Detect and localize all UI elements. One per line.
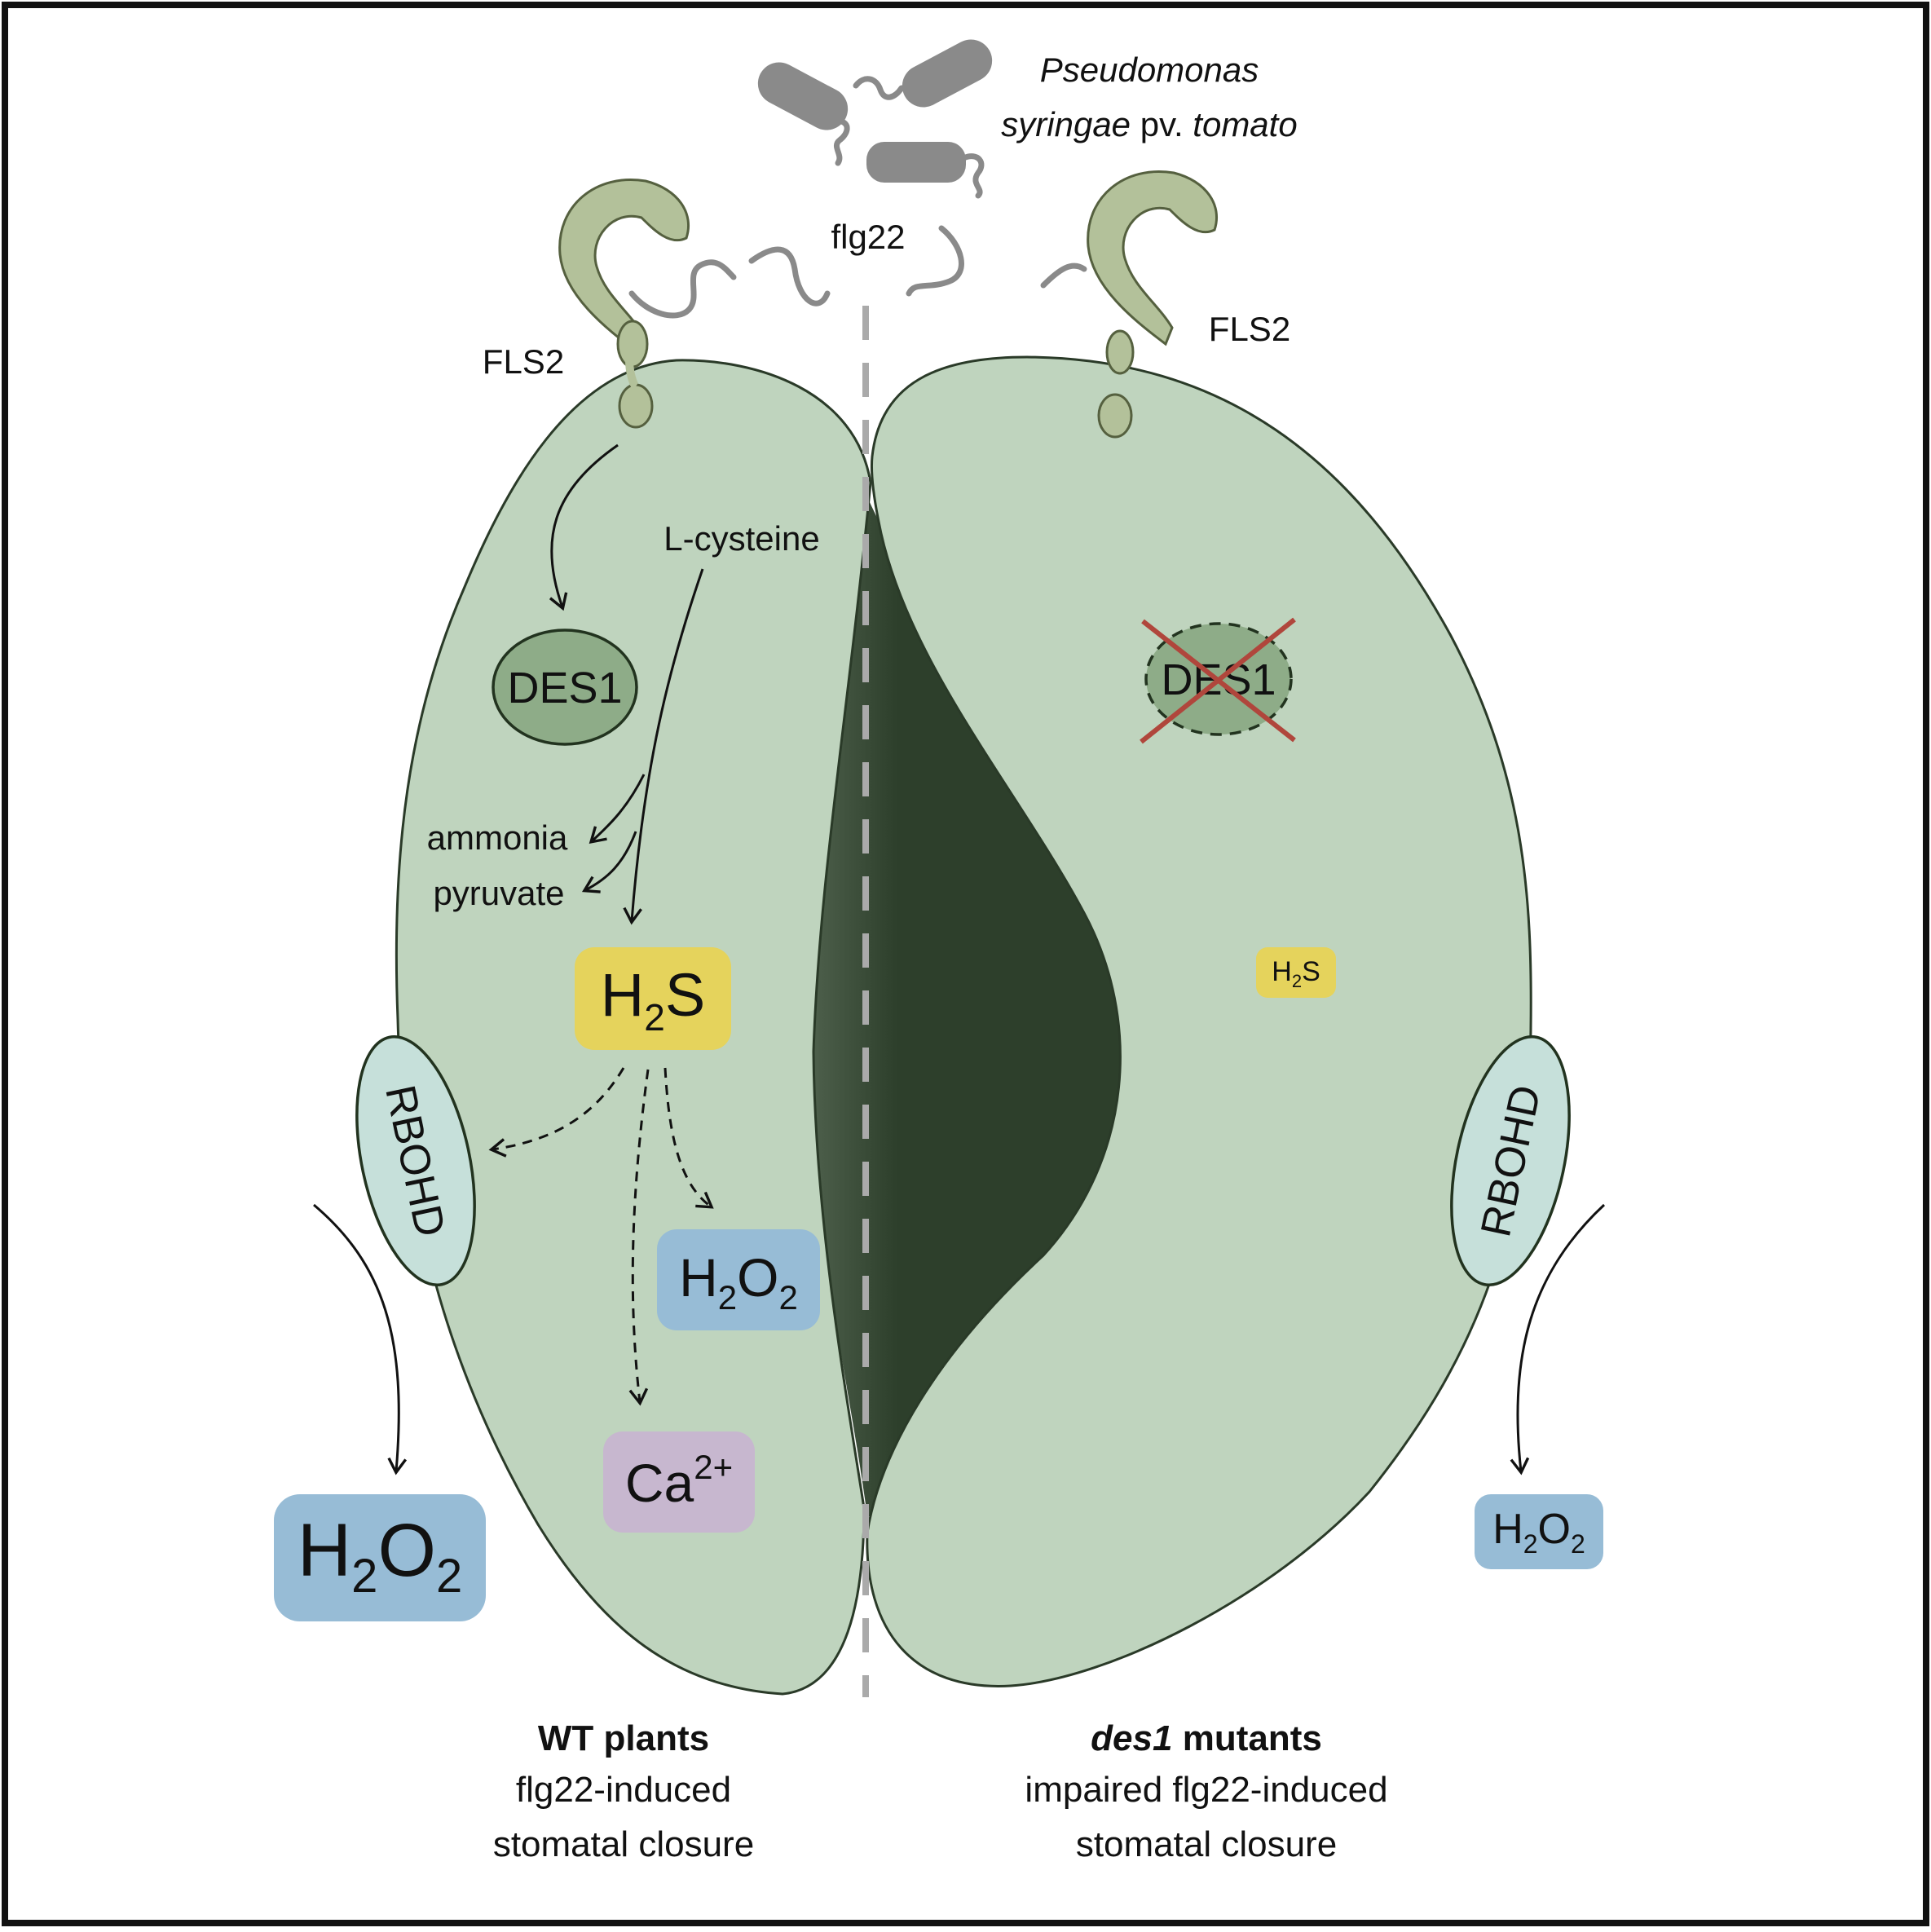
pyruvate-label: pyruvate xyxy=(433,874,564,912)
flg22-squiggle-icon xyxy=(628,259,737,319)
to-pyruvate-arrow xyxy=(581,831,637,893)
fls2-receptor-left-icon xyxy=(558,179,690,429)
wt-h2o2-inner-box xyxy=(657,1229,820,1330)
fls2-cytoplasmic-icon xyxy=(1097,393,1133,439)
bacterium-rod-icon xyxy=(757,62,849,130)
h2s-to-h2o2-arrow xyxy=(664,1067,714,1209)
bacterium-name-line2: syringae pv. tomato xyxy=(1001,105,1297,143)
wt-h2s-label: H2S xyxy=(601,961,705,1039)
wt-caption-line1: flg22-induced xyxy=(516,1770,731,1810)
h2s-to-calcium-arrow xyxy=(628,1069,650,1406)
cysteine-to-h2s-arrow xyxy=(623,568,704,925)
mutant-h2s-label: H2S xyxy=(1272,956,1320,991)
l-cysteine-label: L-cysteine xyxy=(664,519,819,558)
fls2-ectodomain-icon xyxy=(558,179,690,355)
mutant-h2o2-outer-label: H2O2 xyxy=(1492,1506,1585,1559)
bacterium-rod-icon xyxy=(866,142,966,183)
calcium-label: Ca2+ xyxy=(625,1448,733,1513)
rbohd-to-h2o2-left-arrow xyxy=(313,1203,408,1475)
calcium-box xyxy=(603,1431,755,1533)
flagellum-icon xyxy=(833,117,850,166)
mutant-h2s-box xyxy=(1256,947,1336,998)
wt-des1-label: DES1 xyxy=(507,664,622,712)
wt-caption-title: WT plants xyxy=(538,1718,709,1758)
fls2-right-label: FLS2 xyxy=(1209,310,1290,348)
bacterium-name-line1: Pseudomonas xyxy=(1040,51,1259,89)
fls2-left-label: FLS2 xyxy=(483,342,564,381)
wt-h2o2-outer-label: H2O2 xyxy=(298,1509,463,1603)
wt-h2o2-outer-box xyxy=(274,1494,486,1621)
flg22-squiggle-icon xyxy=(1040,262,1087,289)
wt-des1-enzyme xyxy=(492,629,638,746)
wt-h2o2-inner-label: H2O2 xyxy=(679,1247,798,1317)
wt-caption-line2: stomatal closure xyxy=(493,1824,754,1864)
mutant-rbohd-shape xyxy=(1450,1035,1571,1286)
mutant-h2o2-outer-box xyxy=(1475,1494,1603,1569)
ammonia-label: ammonia xyxy=(427,818,568,857)
fls2-ectodomain-icon xyxy=(1087,170,1219,346)
h2s-to-rbohd-arrow xyxy=(488,1067,625,1158)
stomatal-pore xyxy=(813,493,1150,1516)
mutant-caption-line1: impaired flg22-induced xyxy=(1025,1770,1387,1810)
fls2-transmembrane-icon xyxy=(625,359,639,390)
mutant-rbohd: RBOHD xyxy=(1450,1035,1571,1286)
fls2-kinase-icon xyxy=(1105,329,1135,375)
cross-icon xyxy=(1140,617,1296,744)
flg22-peptides-icon xyxy=(628,225,1087,319)
bacteria-icon xyxy=(757,39,993,199)
fls2-kinase-icon xyxy=(616,320,649,368)
mutant-guard-cell xyxy=(866,355,1532,1687)
wt-rbohd-shape xyxy=(355,1035,476,1286)
flg22-squiggle-icon xyxy=(906,225,964,297)
wt-h2s-box xyxy=(575,947,731,1050)
flg22-squiggle-icon xyxy=(748,246,831,307)
fls2-receptor-right-icon xyxy=(1087,170,1219,439)
flg22-label: flg22 xyxy=(831,218,905,256)
mutant-caption-title: des1 mutants xyxy=(1091,1718,1322,1758)
flagellum-icon xyxy=(960,153,985,199)
rbohd-to-h2o2-right-arrow xyxy=(1510,1203,1606,1475)
flagellum-icon xyxy=(853,76,905,100)
fls2-to-des1-arrow xyxy=(549,443,619,611)
wt-rbohd: RBOHD xyxy=(355,1035,476,1286)
mutant-caption-line2: stomatal closure xyxy=(1076,1824,1337,1864)
fls2-cytoplasmic-icon xyxy=(618,383,654,429)
bacterium-rod-icon xyxy=(902,39,993,108)
to-ammonia-arrow xyxy=(589,774,646,845)
